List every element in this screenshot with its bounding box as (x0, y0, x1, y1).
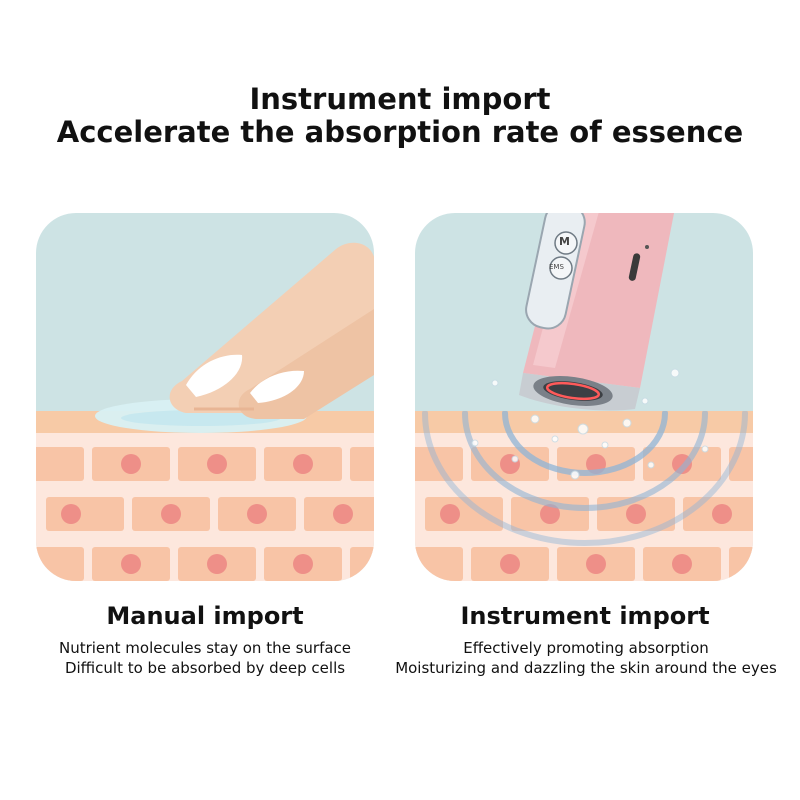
ems-button-label: EMS (549, 263, 564, 271)
absorption-waves (422, 411, 748, 546)
instrument-import-line-1: Effectively promoting absorption (463, 639, 709, 657)
skin-surface-band (415, 411, 753, 433)
beauty-device (519, 213, 675, 411)
instrument-import-line-2: Moisturizing and dazzling the skin aroun… (395, 659, 777, 677)
instrument-import-title: Instrument import (460, 602, 710, 630)
headline-line-1: Instrument import (249, 82, 551, 116)
fingers (169, 242, 374, 419)
instrument-import-illustration: M EMS (415, 213, 753, 581)
bubbles (471, 368, 709, 480)
headline-line-2: Accelerate the absorption rate of essenc… (56, 115, 744, 149)
m-button-label: M (559, 235, 570, 248)
cell-nuclei (61, 454, 353, 574)
manual-import-line-1: Nutrient molecules stay on the surface (58, 639, 352, 657)
manual-import-line-2: Difficult to be absorbed by deep cells (64, 659, 346, 677)
manual-import-title: Manual import (106, 602, 304, 630)
manual-import-illustration (36, 213, 374, 581)
